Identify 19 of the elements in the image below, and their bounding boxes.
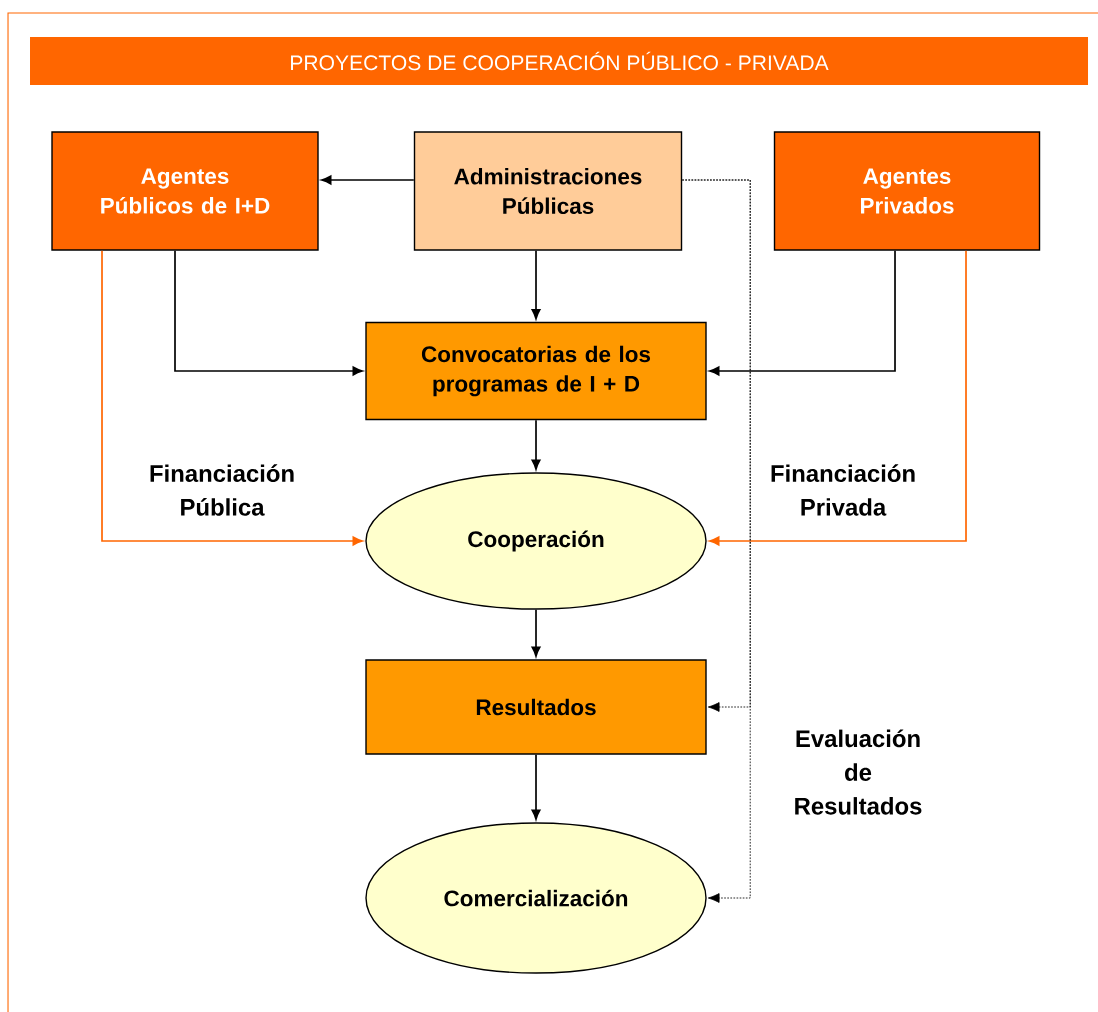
title-banner: PROYECTOS DE COOPERACIÓN PÚBLICO - PRIVADA: [30, 37, 1088, 85]
arrow: [321, 175, 415, 185]
process-box: Convocatorias de los programas de I + D: [365, 321, 707, 421]
process-box: Resultados: [365, 659, 707, 755]
annotation-label: Financiación Privada: [771, 464, 915, 516]
arrow: [681, 179, 751, 903]
arrow: [709, 249, 896, 376]
process-box: Administraciones Públicas: [413, 131, 683, 251]
arrow: [174, 249, 363, 376]
arrow: [531, 419, 541, 470]
arrow: [531, 249, 541, 320]
process-box: Agentes Privados: [773, 131, 1041, 251]
arrow: [101, 249, 363, 546]
arrow: [709, 249, 967, 546]
process-box: Agentes Públicos de I+D: [51, 131, 319, 251]
annotation-label: Evaluación de Resultados: [795, 729, 922, 815]
annotation-label: Financiación Pública: [150, 464, 294, 516]
arrow: [531, 608, 541, 657]
arrow: [531, 753, 541, 820]
